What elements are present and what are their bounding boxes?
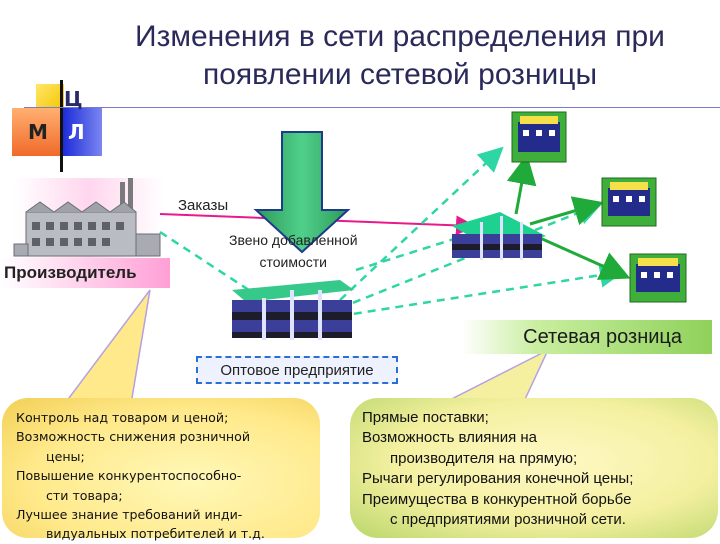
store-icon-1 <box>511 111 567 163</box>
value-link-line-2: стоимости <box>259 254 328 270</box>
logo-letter-ts: Ц <box>64 87 83 111</box>
producer-benefit-line: Возможность снижения розничной <box>16 429 251 445</box>
producer-benefit-line: видуальных потребителей и т.д. <box>46 526 265 542</box>
retail-label: Сетевая розница <box>462 320 712 354</box>
logo-letter-m: М <box>28 120 48 144</box>
retail-arrows <box>506 154 631 280</box>
logo-yellow-square <box>36 84 64 110</box>
retail-benefit-line: производителя на прямую; <box>390 449 578 467</box>
retail-benefit-line: Прямые поставки; <box>362 409 489 426</box>
factory-icon <box>13 178 164 260</box>
dashed-connectors <box>159 146 625 318</box>
wholesale-building-icon <box>232 280 354 340</box>
producer-benefit-line: Повышение конкурентоспособно- <box>16 468 242 484</box>
producer-benefit-line: Лучшее знание требований инди- <box>16 507 243 523</box>
down-arrow-icon <box>253 131 351 254</box>
retail-benefit-line: Преимущества в конкурентной борьбе <box>362 490 632 508</box>
logo-blue-square <box>62 108 102 156</box>
logo-letter-l: Л <box>68 120 85 144</box>
title-line-1: Изменения в сети распределения при <box>135 20 665 53</box>
logo-horizontal-line <box>24 107 720 108</box>
store-icon-2 <box>601 177 657 227</box>
title-line-2: появлении сетевой розницы <box>202 58 598 91</box>
orders-label: Заказы <box>178 197 229 214</box>
producer-label: Производитель <box>0 258 170 288</box>
producer-benefit-line: Контроль над товаром и ценой; <box>16 410 229 425</box>
retail-benefit-line: с предприятиями розничной сети. <box>390 511 626 529</box>
logo-orange-square <box>12 108 62 156</box>
retail-benefits-callout: Прямые поставки; Возможность влияния на … <box>350 398 718 538</box>
producer-benefit-line: цены; <box>46 448 85 464</box>
value-link-line-1: Звено добавленной <box>229 232 358 248</box>
retail-benefit-line: Возможность влияния на <box>362 429 538 447</box>
value-link-label: Звено добавленной стоимости <box>229 229 358 273</box>
retail-benefit-line: Рычаги регулирования конечной цены; <box>362 470 634 488</box>
page-title: Изменения в сети распределения при появл… <box>100 18 700 94</box>
producer-benefit-line: сти товара; <box>46 487 123 503</box>
producer-benefits-callout: Контроль над товаром и ценой; Возможност… <box>2 398 320 541</box>
wholesale-label: Оптовое предприятие <box>196 356 398 384</box>
left-callout-tail <box>58 289 151 411</box>
retail-hub-building-icon <box>452 212 546 260</box>
store-icon-3 <box>629 253 687 303</box>
logo-vertical-line <box>60 80 63 172</box>
